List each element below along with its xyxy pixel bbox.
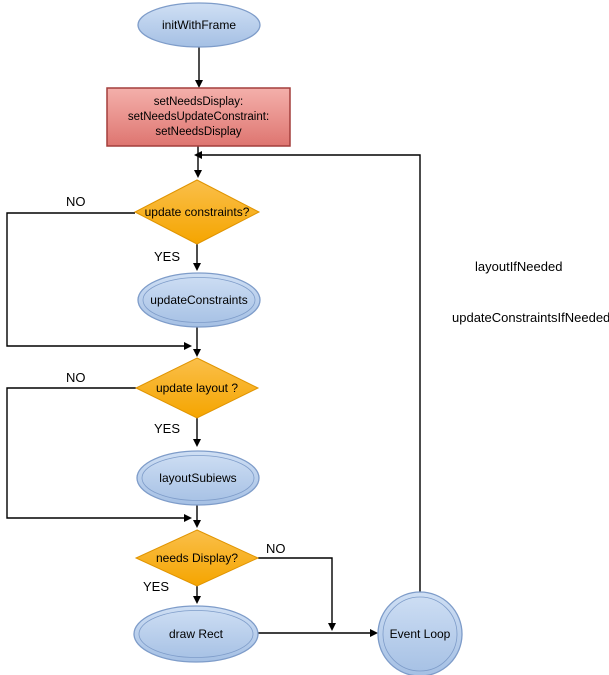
node-drawrect-ellipse	[133, 605, 259, 663]
node-setneeds-rect	[106, 87, 291, 147]
node-layoutsubviews-ellipse	[136, 450, 260, 506]
node-initwithframe-ellipse	[137, 2, 261, 48]
decision-update-layout-diamond	[134, 357, 260, 419]
edge-eventloop-feedback	[194, 151, 421, 592]
decision-needs-display-diamond	[134, 529, 260, 587]
node-eventloop-circle	[377, 591, 463, 675]
node-updateconstraints-ellipse	[137, 272, 261, 328]
edge-layout-no-loop	[6, 387, 192, 522]
decision-update-constraints-diamond	[133, 179, 261, 245]
edge-constraints-no-loop	[6, 212, 192, 350]
edge-display-no	[258, 557, 336, 631]
